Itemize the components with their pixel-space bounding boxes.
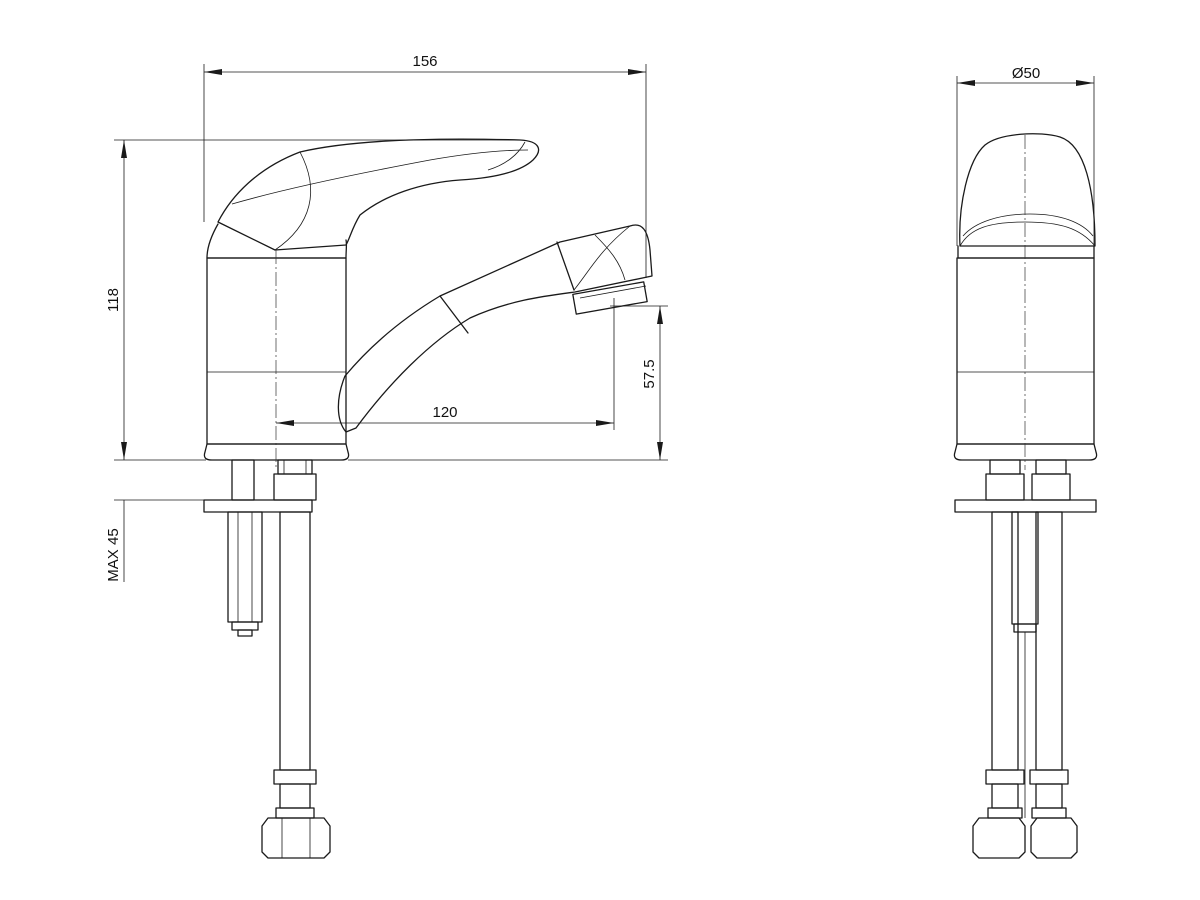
front-lever bbox=[959, 133, 1096, 247]
side-spout bbox=[337, 224, 653, 433]
front-body bbox=[953, 245, 1098, 461]
front-view bbox=[953, 133, 1098, 859]
dimensions: 156 118 120 57.5 bbox=[105, 53, 1095, 582]
dim-mount-thickness-label: MAX 45 bbox=[105, 528, 122, 581]
dim-spout-reach: 120 bbox=[276, 298, 615, 430]
dim-body-diameter-label: Ø50 bbox=[1012, 65, 1040, 82]
dim-spout-reach-label: 120 bbox=[432, 404, 457, 421]
side-view bbox=[203, 138, 653, 859]
dim-total-height-label: 118 bbox=[105, 288, 122, 312]
dim-mount-thickness: MAX 45 bbox=[105, 499, 312, 582]
side-mounting bbox=[203, 459, 331, 859]
dim-body-diameter: Ø50 bbox=[956, 65, 1095, 246]
side-body bbox=[203, 257, 350, 461]
dim-total-height: 118 bbox=[105, 139, 520, 461]
dim-total-length-label: 156 bbox=[412, 53, 437, 70]
dim-total-length: 156 bbox=[203, 53, 647, 278]
dim-spout-height-label: 57.5 bbox=[641, 359, 658, 388]
side-lever bbox=[206, 138, 540, 259]
dim-spout-height: 57.5 bbox=[348, 305, 668, 461]
front-mounting bbox=[954, 459, 1097, 859]
